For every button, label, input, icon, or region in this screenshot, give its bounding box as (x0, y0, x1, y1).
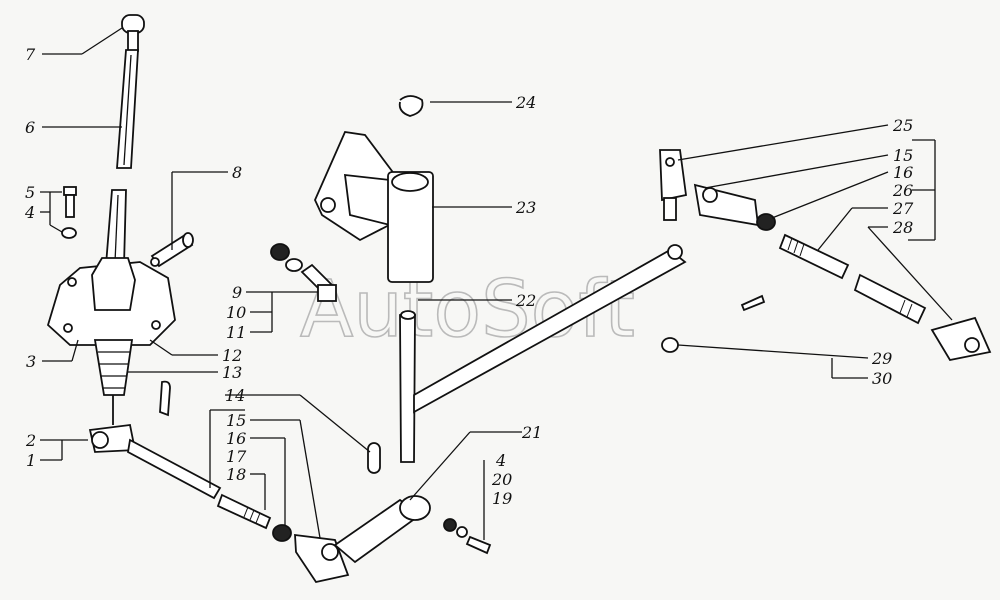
part-22-shaft-arm (399, 244, 687, 463)
part-19-bolt (443, 518, 492, 555)
callout-24: 24 (515, 93, 536, 112)
part-23-bracket (314, 131, 434, 283)
leader-lines (40, 27, 953, 540)
callout-18: 18 (226, 465, 246, 484)
callout-21: 21 (521, 423, 542, 442)
callout-2: 2 (25, 431, 36, 450)
callout-16: 16 (226, 429, 246, 448)
callout-27: 27 (892, 199, 914, 218)
part-13-cotter-pin (159, 380, 171, 417)
callout-5: 5 (25, 183, 35, 202)
part-7-knob (121, 14, 145, 52)
part-3-housing (46, 257, 176, 425)
part-cotter-pin-right (740, 294, 766, 312)
part-18-threaded-rod (216, 493, 272, 530)
callout-11: 11 (226, 323, 246, 342)
callout-6: 6 (25, 118, 35, 137)
part-28-rod (853, 273, 927, 325)
part-6-lever-lower (105, 189, 127, 266)
part-9-bolt (300, 263, 337, 302)
callout-25: 25 (892, 116, 913, 135)
callout-22: 22 (515, 291, 536, 310)
callout-13: 13 (222, 363, 242, 382)
part-15-clevis-right (693, 183, 760, 227)
callout-7: 7 (25, 45, 36, 64)
callout-16b: 16 (893, 163, 913, 182)
callout-23: 23 (515, 198, 536, 217)
callout-26: 26 (892, 181, 913, 200)
callout-3: 3 (26, 352, 36, 371)
part-10-washer (285, 258, 303, 272)
callout-4: 4 (24, 203, 35, 222)
callout-4b: 4 (495, 451, 506, 470)
part-27-rod (778, 233, 850, 280)
part-24-ring (398, 95, 424, 117)
part-14-key (367, 442, 381, 474)
callout-1: 1 (26, 451, 36, 470)
callout-29: 29 (871, 349, 892, 368)
callout-14: 14 (225, 386, 245, 405)
callout-17: 17 (226, 447, 247, 466)
part-29-nut (661, 337, 679, 353)
part-25-clevis (659, 149, 688, 221)
callout-15b: 15 (893, 146, 913, 165)
callout-9: 9 (232, 283, 242, 302)
callout-12: 12 (222, 346, 242, 365)
part-11-nut (270, 243, 290, 261)
callouts: 7 6 5 4 8 9 10 11 3 12 13 14 2 1 15 16 1… (24, 45, 914, 508)
part-17-rod (127, 438, 222, 500)
callout-10: 10 (226, 303, 246, 322)
part-28-clevis (930, 316, 992, 362)
part-16-nut-right (756, 213, 776, 231)
callout-19: 19 (492, 489, 512, 508)
part-21-lever (333, 495, 431, 564)
part-4-washer (61, 227, 77, 239)
callout-20: 20 (491, 470, 512, 489)
callout-15: 15 (226, 411, 246, 430)
part-5-bolt (63, 186, 77, 218)
part-6-lever-upper (116, 49, 139, 169)
callout-30: 30 (872, 369, 892, 388)
callout-28: 28 (892, 218, 913, 237)
part-15-clevis (294, 533, 350, 584)
callout-8: 8 (232, 163, 242, 182)
part-16-nut (272, 524, 292, 542)
